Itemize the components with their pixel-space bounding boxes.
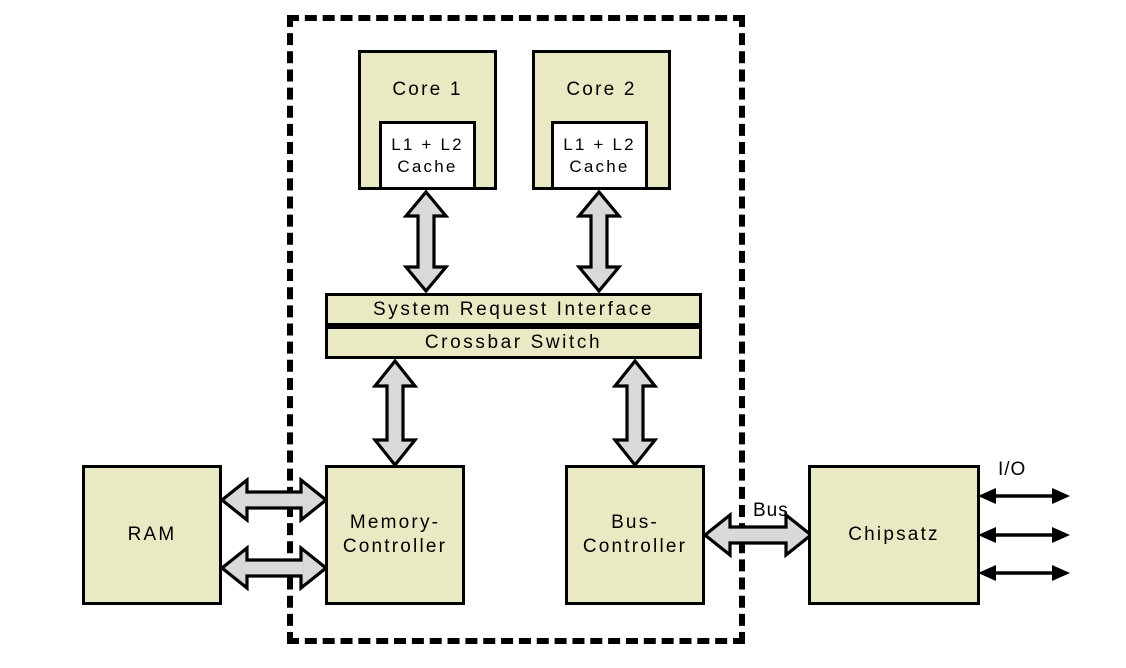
ram-to-memory-controller-lower-arrow [220, 545, 328, 591]
memory-controller-label: Memory- Controller [342, 512, 448, 557]
core-2-cache-label: L1 + L2 Cache [563, 135, 636, 176]
system-request-interface-label: System Request Interface [372, 298, 654, 320]
io-label: I/O [998, 459, 1027, 480]
ram-block[interactable]: RAM [82, 465, 222, 605]
core-1-cache-label: L1 + L2 Cache [391, 135, 464, 176]
chipsatz-block[interactable]: Chipsatz [808, 465, 980, 605]
core-1-title: Core 1 [392, 79, 463, 100]
core-1-cache-block[interactable]: L1 + L2 Cache [379, 121, 476, 190]
ram-label: RAM [127, 524, 177, 546]
chipsatz-label: Chipsatz [848, 524, 940, 546]
memory-controller-block[interactable]: Memory- Controller [325, 465, 465, 605]
bus-controller-block[interactable]: Bus- Controller [565, 465, 705, 605]
system-request-interface-block[interactable]: System Request Interface [325, 293, 702, 326]
core2-to-sri-arrow [576, 190, 622, 293]
crossbar-to-bus-controller-arrow [612, 359, 658, 467]
ram-to-memory-controller-upper-arrow [220, 477, 328, 523]
crossbar-to-memory-controller-arrow [372, 359, 418, 467]
core1-to-sri-arrow [403, 190, 449, 293]
core-2-cache-block[interactable]: L1 + L2 Cache [551, 121, 648, 190]
bus-controller-label: Bus- Controller [582, 512, 688, 557]
bus-label: Bus [753, 500, 789, 521]
core-2-title: Core 2 [566, 79, 637, 100]
chipsatz-io-arrow-1 [977, 486, 1071, 506]
crossbar-switch-block[interactable]: Crossbar Switch [325, 326, 702, 359]
chipsatz-io-arrow-2 [977, 525, 1071, 545]
crossbar-switch-label: Crossbar Switch [424, 331, 603, 353]
chipsatz-io-arrow-3 [977, 563, 1071, 583]
